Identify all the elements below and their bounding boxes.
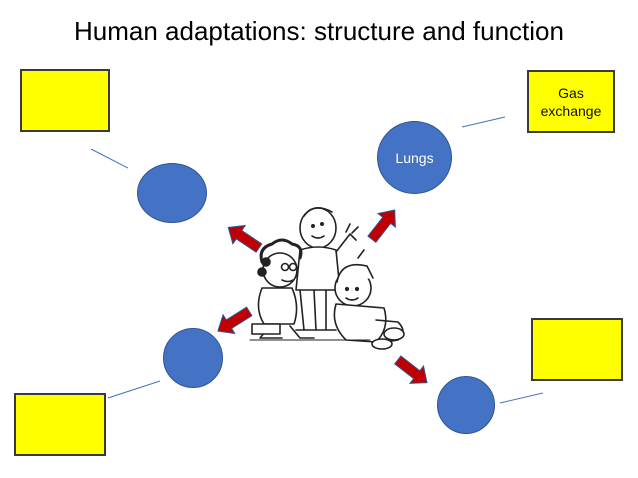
circle-lower-left — [163, 328, 223, 388]
arrow-lower-right — [394, 355, 428, 384]
connector-line-bottom-left — [107, 380, 161, 399]
connector-line-top-left — [90, 148, 129, 169]
circle-lungs: Lungs — [377, 121, 452, 194]
box-gas-exchange: Gas exchange — [527, 70, 615, 133]
arrow-upper-left — [227, 224, 263, 253]
group-of-children-sketch-icon — [249, 207, 405, 350]
connector-line-bottom-right — [499, 392, 544, 404]
circle-lower-right — [437, 376, 495, 434]
connector-line-top-right — [461, 116, 506, 128]
circle-upper-left — [137, 163, 207, 223]
box-bottom-right — [531, 318, 623, 381]
arrow-lower-left — [217, 306, 253, 335]
box-bottom-left — [14, 393, 106, 456]
slide-title: Human adaptations: structure and functio… — [74, 16, 564, 46]
arrow-upper-right — [367, 209, 396, 243]
box-top-left — [20, 69, 110, 132]
